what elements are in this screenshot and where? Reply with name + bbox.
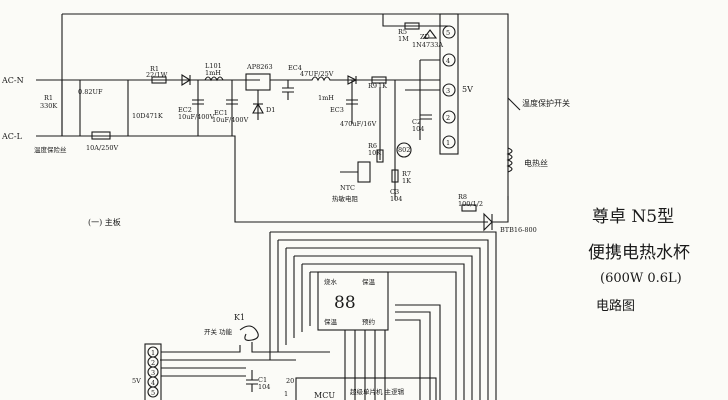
title-line-1: 尊卓 N5型 [592,207,674,227]
connector-pin-label: 4 [151,379,155,387]
mcu-label: MCU [314,391,335,400]
connector-display-pins: 1 2 3 4 5 [147,346,159,398]
c1-value: 104 [258,383,270,391]
r5-value: 1M [398,35,409,43]
title-line-4: 电路图 [596,298,635,314]
connector-pin [442,25,456,39]
connector-pin [442,135,456,149]
l101-label: L101 [205,62,222,70]
varistor-label: 10D471K [132,112,163,120]
ac-l-label: AC-L [1,132,23,141]
connector-pin [442,53,456,67]
r6-value: 10K [368,149,381,157]
title-block: 尊卓 N5型 便携电热水杯 (600W 0.6L) 电路图 [588,207,690,314]
connector-pin-label: 1 [446,139,450,147]
r8-label: R8 [458,193,467,201]
c3-label: C3 [390,188,399,196]
triac-label: BTB16-800 [500,226,537,234]
x-cap-value: 0.82UF [78,88,103,96]
title-line-3: (600W 0.6L) [600,271,682,286]
zener-label: ZD [420,33,430,41]
connector-pin [442,83,456,97]
r1-label: R1 [44,94,53,102]
fuse-rating: 10A/250V [86,144,119,152]
zener-value: 1N4733A [412,41,443,49]
main-board-wiring [36,13,521,232]
r1-value: 330K [40,102,57,110]
ec1-value: 10uF/400V [212,116,249,124]
ntc-label: NTC [340,184,355,192]
connector-pin-label: 2 [151,359,155,367]
connector-pin-label: 2 [446,114,450,122]
k1-label: K1 [234,313,245,322]
d1-label: D1 [266,106,275,114]
five-v-label: 5V [462,85,473,94]
ec3-label: EC3 [330,106,344,114]
l101-value: 1mH [205,69,221,77]
pin1-label: 1 [284,390,288,398]
ec4-label: EC4 [288,64,302,72]
c1-label: C1 [258,376,267,384]
r8-value: 100/1/2 [458,200,483,208]
l2-value: 1mH [318,94,334,102]
connector-pin-label: 3 [151,369,155,377]
connector-pin-label: 3 [446,87,450,95]
ec4-value: 47UF/25V [300,70,334,78]
fuse-note: 温度保险丝 [34,145,67,154]
pin20-label: 20 [286,377,294,385]
switch-note: 开关 功能 [204,327,233,336]
display-bottom-left: 保温 [324,317,338,326]
c3-value: 104 [390,195,402,203]
c2-value: 104 [412,125,424,133]
ec1-label: EC1 [214,109,228,117]
heater-label: 电热丝 [524,158,548,168]
title-line-2: 便携电热水杯 [588,243,690,263]
display-digits: 88 [334,293,356,313]
ec2-value: 10uF/400V [178,113,215,121]
connector-pin-label: 5 [446,29,450,37]
r5-label: R5 [398,28,407,36]
r6-label: R6 [368,142,377,150]
connector-pin [442,110,456,124]
ntc-note: 热敏电阻 [332,194,359,203]
display-bottom-right: 预约 [362,317,375,326]
board-label: (一) 主板 [88,217,121,227]
c2-label: C2 [412,118,421,126]
connector-pin-label: 4 [446,57,450,65]
r9-label: R9 [368,82,377,90]
display-top-left: 烧水 [324,277,338,286]
r7-label: R7 [402,170,411,178]
thermostat-label: 温度保护开关 [522,98,570,108]
r9-value: 1K [378,82,387,90]
ec3-value: 470uF/16V [340,120,377,128]
connector-main-pins: 5 4 3 2 1 [442,25,456,149]
r1b-label: R1 [150,65,159,73]
ec2-label: EC2 [178,106,192,114]
display-top-right: 保温 [362,277,376,286]
transistor-label: 802 [398,146,410,154]
connector-pin-label: 5 [151,389,155,397]
r7-value: 1K [402,177,411,185]
five-v-b-label: 5V [132,377,141,385]
mcu-note: 超级单片机 主逻辑 [350,387,405,396]
connector-pin-label: 1 [151,349,155,357]
display-board-wiring [144,231,497,400]
ic-label: AP8263 [246,63,273,71]
connector-pin [147,386,159,398]
ac-n-label: AC-N [1,76,24,85]
connector-main [439,13,459,155]
r1b-value: 22/1W [146,71,168,79]
